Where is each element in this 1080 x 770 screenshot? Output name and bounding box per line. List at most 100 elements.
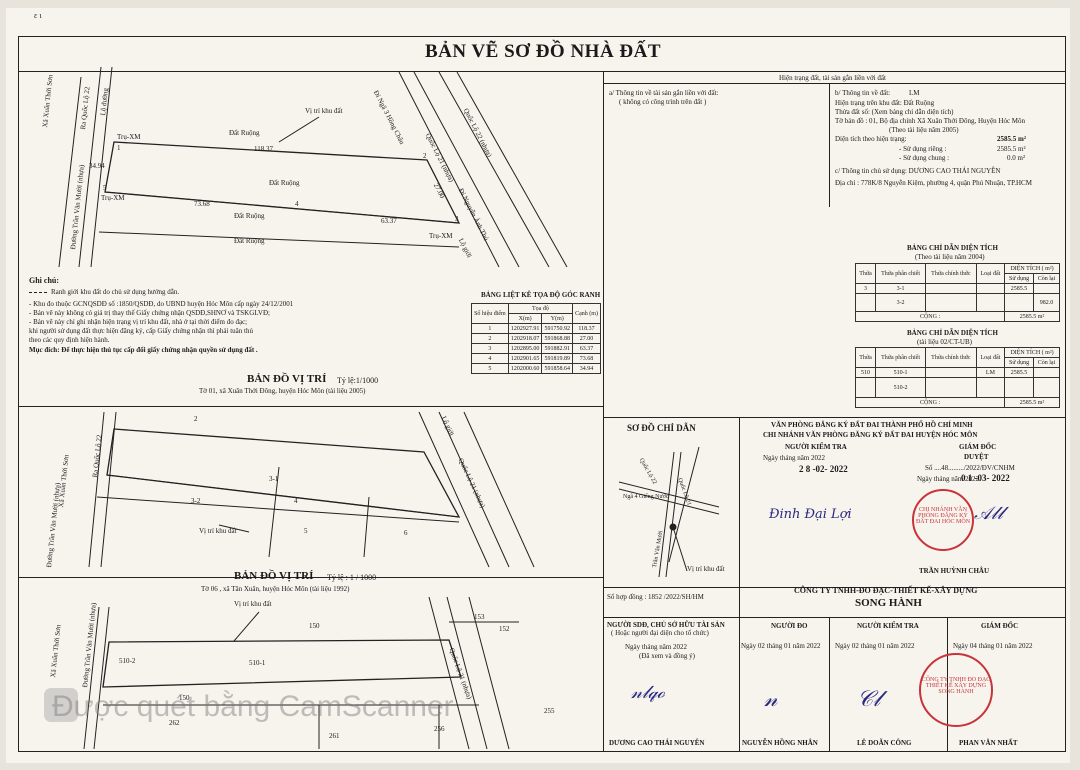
col-surveyor-name: NGUYỄN HỒNG NHÂN <box>742 739 818 747</box>
area-table1-sub: (Theo tài liệu năm 2004) <box>915 253 985 261</box>
rule <box>603 83 1065 84</box>
dimension-label: 34.94 <box>89 162 105 170</box>
table-row: 510-2 <box>854 377 1060 398</box>
parcel-label: 3-2 <box>191 497 201 505</box>
map2-subtitle: Tờ 01, xã Xuân Thới Đông, huyện Hóc Môn … <box>199 387 366 395</box>
site-label: Vị trí khu đất <box>234 600 272 608</box>
coord-header: Số hiệu điểm <box>471 303 509 324</box>
rule <box>603 617 1065 618</box>
land-heading: b/ Thông tin về đất: <box>835 89 891 97</box>
cell: Loại đất <box>975 347 1006 368</box>
cell <box>1033 283 1060 294</box>
rule <box>19 577 603 578</box>
cell <box>854 293 877 312</box>
cell: 2 <box>471 333 509 344</box>
cell: 591882.91 <box>541 343 574 354</box>
land-line: Tờ bản đồ : 01, Bộ địa chính Xã Xuân Thớ… <box>835 117 1026 125</box>
cell: 510-1 <box>875 367 927 378</box>
coord-header: Cạnh (m) <box>572 303 601 324</box>
field-label: Đất Ruộng <box>229 129 260 137</box>
rule <box>829 83 830 207</box>
cell: 591750.92 <box>541 323 574 334</box>
cell: 63.37 <box>572 343 601 354</box>
cell: Sử dụng <box>1004 273 1034 284</box>
contract-number: Số hợp đồng : 1852 /2022/SH/HM <box>607 593 704 601</box>
parcel-label: 261 <box>329 732 340 740</box>
cell: LM <box>975 367 1006 378</box>
parcel-label: 255 <box>544 707 555 715</box>
site-map-main <box>58 66 720 750</box>
cell: Thửa phân chiết <box>875 263 927 284</box>
watermark: Được quét bằng CamScanner <box>52 690 454 723</box>
col-checker-date: Ngày 02 tháng 01 năm 2022 <box>835 642 915 650</box>
cell: DIỆN TÍCH ( m²) <box>1004 347 1060 358</box>
edge-length: 118.37 <box>254 145 273 153</box>
cell: 510 <box>854 367 877 378</box>
table-row: 3-2 982.0 <box>854 293 1060 312</box>
note-line: - Khu đo thuộc GCNQSDĐ số :1850/QSDĐ, do… <box>29 300 294 308</box>
office-checker: NGƯỜI KIỂM TRA <box>785 443 847 451</box>
col-owner-date: Ngày tháng năm 2022 <box>625 643 688 651</box>
cell: 982.0 <box>1033 293 1060 312</box>
field-label: Đất Ruộng <box>234 212 265 220</box>
owner-address: Địa chỉ : 778K/8 Nguyễn Kiệm, phường 4, … <box>835 179 1032 187</box>
land-line: (Theo tài liệu năm 2005) <box>889 126 959 134</box>
land-line: - Sử dụng chung : <box>899 154 950 162</box>
cell: 3-1 <box>875 283 927 294</box>
point-number: 3 <box>455 215 459 223</box>
col-checker-name: LÊ DOÃN CÔNG <box>857 739 912 747</box>
cell: Thửa phân chiết <box>875 347 927 368</box>
cell: Còn lại <box>1033 273 1060 284</box>
col-owner-name: DƯƠNG CAO THÁI NGUYÊN <box>609 739 705 747</box>
col-director-name: PHAN VĂN NHẤT <box>959 739 1018 747</box>
office-checker-stamp-date: 2 8 -02- 2022 <box>799 464 848 474</box>
edge-length: 73.68 <box>194 200 210 208</box>
point-number: 5 <box>103 184 107 192</box>
parcel-label: 3-1 <box>269 475 279 483</box>
parcel-label: 6 <box>404 529 408 537</box>
cell: 3-2 <box>875 293 927 312</box>
cell: CỘNG : <box>854 397 1006 408</box>
rule <box>603 587 1065 588</box>
cell: 2585.5 m² <box>1004 397 1060 408</box>
table-row: CỘNG :2585.5 m² <box>854 397 1060 408</box>
cell: Thửa chính thức <box>925 263 977 284</box>
col-owner-note: (Đã xem và đồng ý) <box>639 652 695 660</box>
rule <box>829 617 830 751</box>
parcel-label: 2 <box>194 415 198 423</box>
map3-scale: Tỷ lệ : 1 / 1000 <box>327 573 377 582</box>
top-right-header: Hiện trạng đất, tài sản gắn liền với đất <box>779 74 886 82</box>
coord-header: Tọa độ <box>507 303 574 314</box>
document-sheet: ε ι BẢN VẼ SƠ ĐỒ NHÀ ĐẤT Hiện trạng đất,… <box>6 8 1070 763</box>
land-value: 2585.5 m² <box>997 145 1026 153</box>
company-stamp: CÔNG TY TNHH ĐO ĐẠC THIẾT KẾ XÂY DỰNG SO… <box>919 653 993 727</box>
cell: 5 <box>471 363 509 374</box>
guide-title: SƠ ĐỒ CHỈ DẪN <box>627 423 696 433</box>
cell <box>925 377 977 398</box>
cell <box>925 283 977 294</box>
map3-title: BẢN ĐỒ VỊ TRÍ <box>234 570 314 582</box>
cell: 73.68 <box>572 353 601 364</box>
cell: CỘNG : <box>854 311 1006 322</box>
asset-heading: a/ Thông tin về tài sản gắn liền với đất… <box>609 89 719 97</box>
cell: 1202901.65 <box>507 353 543 364</box>
cell <box>975 377 1006 398</box>
owner-signature-icon: 𝓃𝓁𝓆ℴ <box>631 682 665 703</box>
office-director: GIÁM ĐỐC <box>959 443 997 451</box>
cell: Thửa <box>854 263 877 284</box>
checker-signature: Đinh Đại Lợi <box>769 507 852 522</box>
office-stamp-date: 0 1 -03- 2022 <box>961 473 1010 483</box>
sheet-mark: ε ι <box>34 11 42 20</box>
point-number: 4 <box>295 200 299 208</box>
cell: 3 <box>854 283 877 294</box>
cell: 118.37 <box>572 323 601 334</box>
office-approved: DUYỆT <box>964 453 989 461</box>
cell: Loại đất <box>975 263 1006 284</box>
map2-scale: Tỷ lệ:1/1000 <box>337 376 379 385</box>
